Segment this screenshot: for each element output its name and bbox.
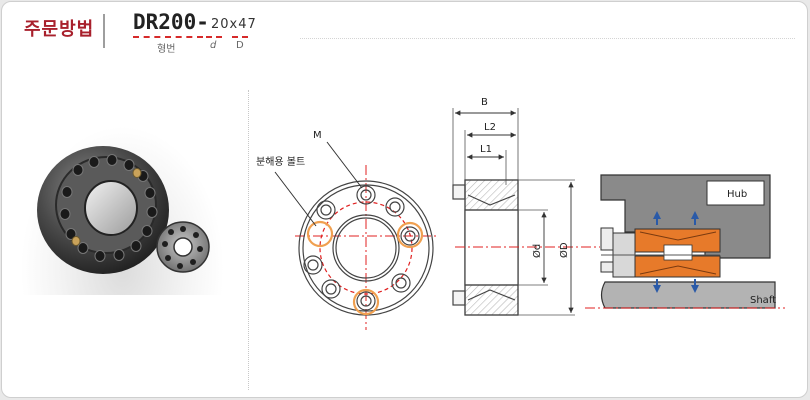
header-rule <box>300 38 795 39</box>
hub-label: Hub <box>727 189 747 200</box>
disassembly-bolt-label: 분해용 볼트 <box>256 155 305 168</box>
model-code: DR200- <box>133 10 209 34</box>
front-view-drawing <box>274 141 438 330</box>
caption-outer-diameter: D <box>236 40 244 51</box>
caption-model-number: 형번 <box>157 44 176 55</box>
title-divider <box>103 14 105 48</box>
shaft-label: Shaft <box>750 295 776 306</box>
dim-D-label: ØD <box>558 242 570 258</box>
section-separator <box>248 90 249 390</box>
dim-d-label: Ød <box>531 244 543 258</box>
caption-inner-diameter: d <box>210 40 217 51</box>
order-method-title: 주문방법 <box>24 19 95 40</box>
D-underline <box>232 36 248 38</box>
product-photo <box>37 146 210 274</box>
installation-drawing <box>585 174 785 309</box>
section-view-drawing <box>452 108 600 316</box>
model-underline <box>133 36 203 38</box>
dim-L2-label: L2 <box>484 122 496 133</box>
dim-L1-label: L1 <box>480 144 492 155</box>
dim-B-label: B <box>481 97 488 108</box>
model-size-suffix: 20x47 <box>211 17 257 32</box>
d-underline <box>206 36 222 38</box>
bolt-label: M <box>313 130 322 141</box>
